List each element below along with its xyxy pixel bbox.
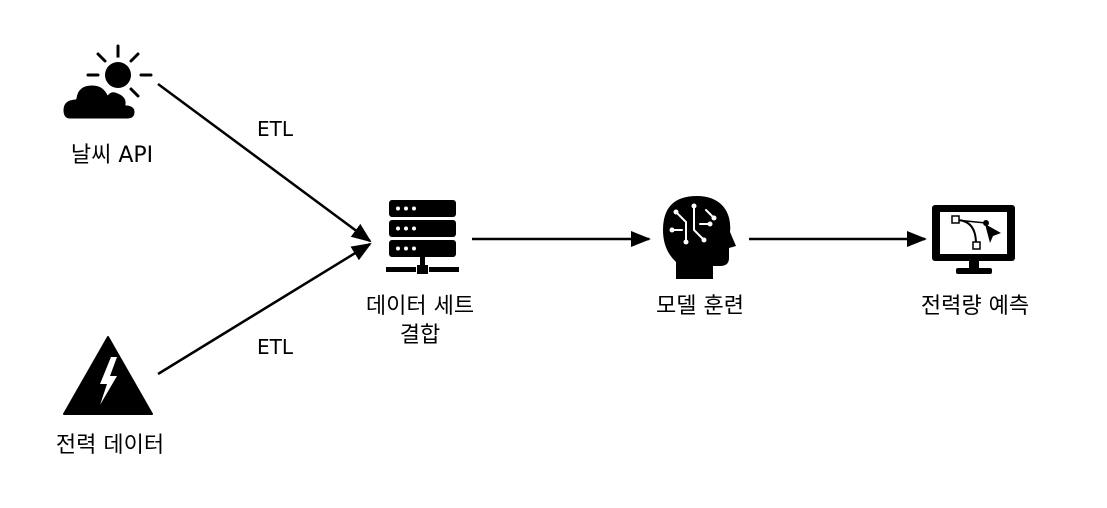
etl-label-bottom: ETL bbox=[257, 335, 293, 359]
edge-weather-to-dataset bbox=[157, 82, 372, 243]
power-data-label: 전력 데이터 bbox=[55, 433, 165, 458]
server-icon bbox=[386, 200, 459, 274]
dataset-combine-label-line2: 결합 bbox=[399, 323, 441, 348]
monitor-bezier-icon bbox=[932, 205, 1015, 274]
weather-sun-cloud-icon bbox=[60, 44, 153, 122]
ai-brain-head-icon bbox=[663, 196, 736, 279]
etl-label-top: ETL bbox=[257, 117, 293, 141]
model-training-label: 모델 훈련 bbox=[656, 294, 744, 319]
high-voltage-icon bbox=[63, 336, 153, 415]
edge-power-to-dataset bbox=[157, 242, 372, 376]
dataset-combine-label-line1: 데이터 세트 bbox=[365, 294, 475, 319]
power-forecast-label: 전력량 예측 bbox=[920, 294, 1030, 319]
weather-api-label: 날씨 API bbox=[70, 143, 154, 168]
